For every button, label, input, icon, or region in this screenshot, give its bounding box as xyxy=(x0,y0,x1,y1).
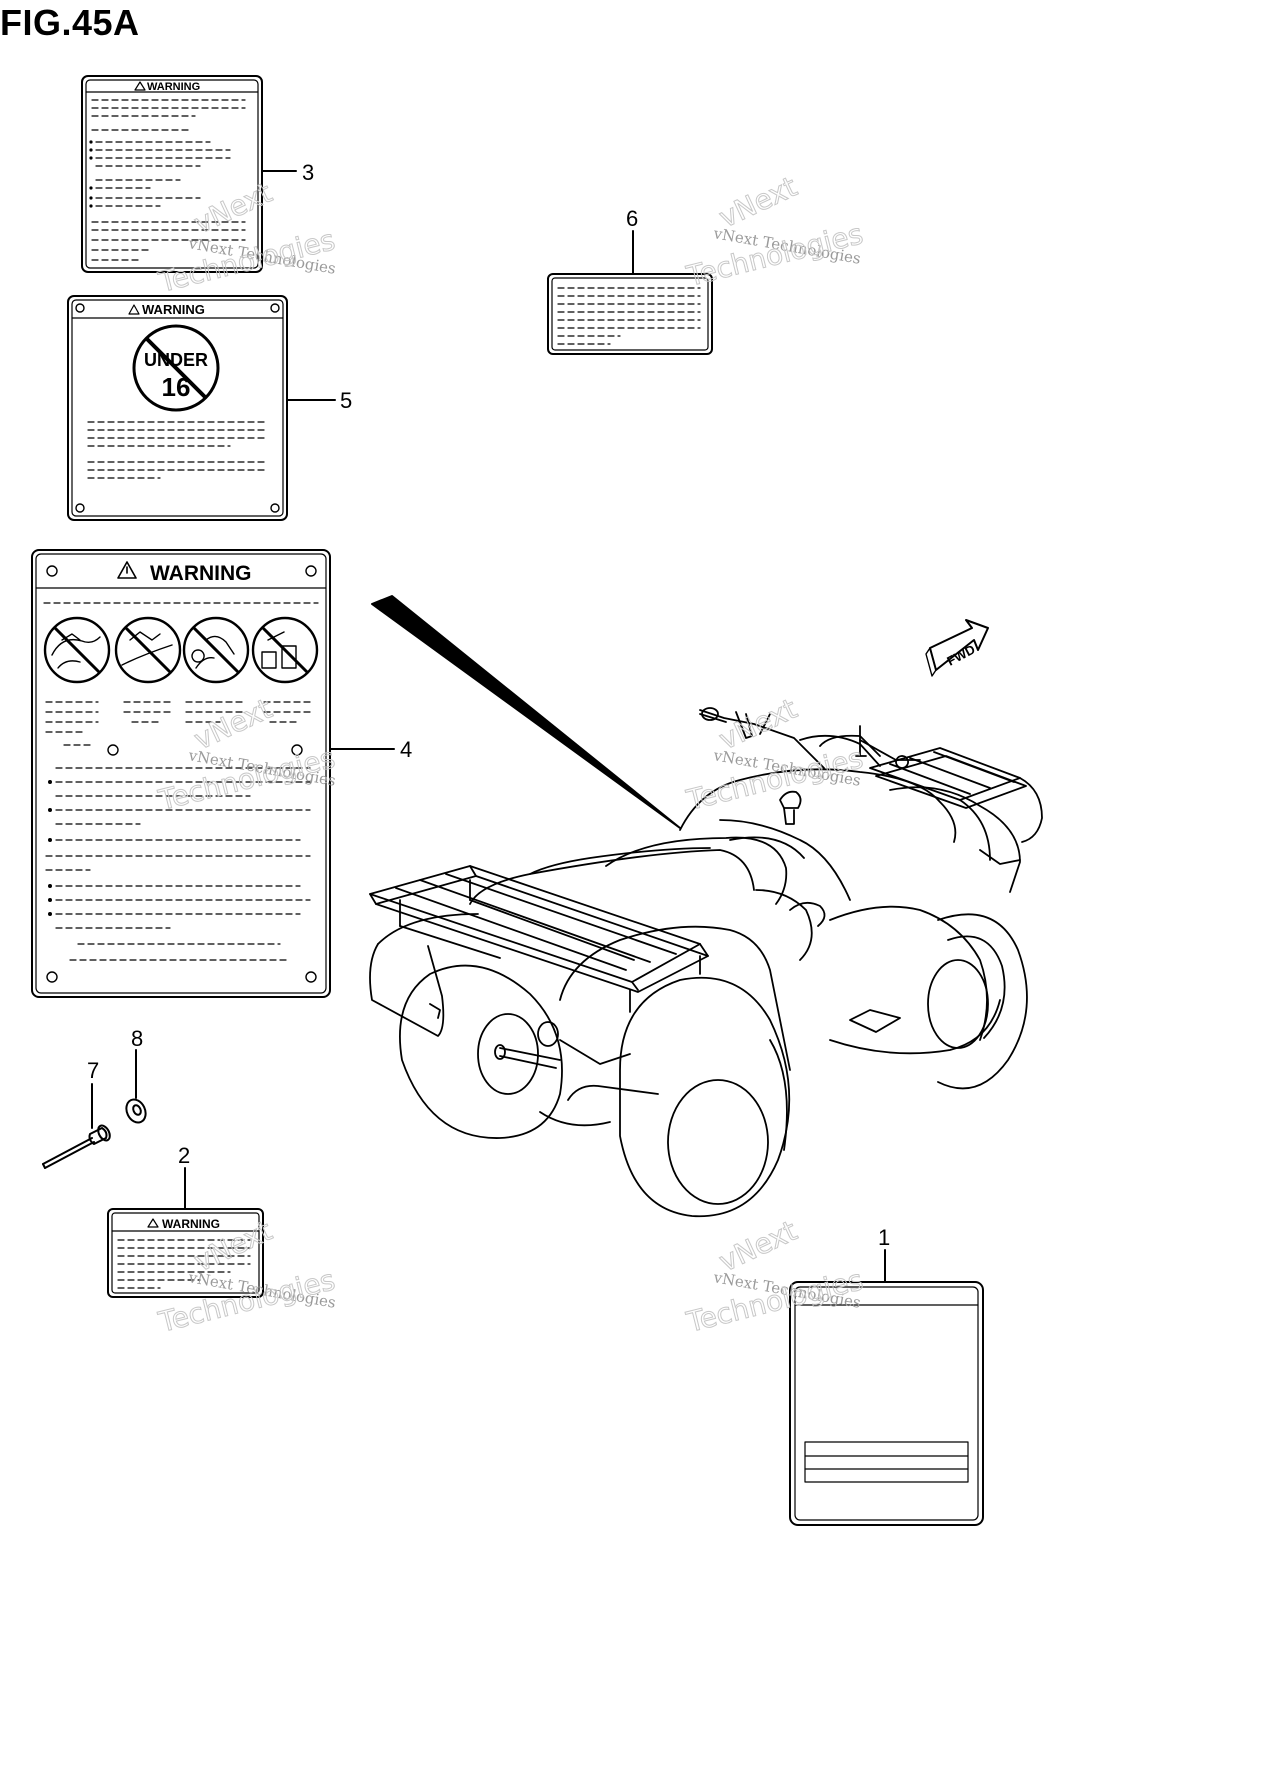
callout-8: 8 xyxy=(131,1026,143,1051)
label-location-pointer xyxy=(371,595,681,829)
watermark-text: Technologies xyxy=(683,741,866,817)
watermark-text: Technologies xyxy=(155,1263,338,1339)
watermark-text: vNext xyxy=(714,692,802,756)
callout-6: 6 xyxy=(626,206,638,231)
rivet-part-7 xyxy=(42,1083,111,1169)
label-5-under-text: UNDER xyxy=(144,350,208,370)
label-5-warning-text: WARNING xyxy=(142,302,205,317)
atv-illustration xyxy=(369,707,1043,1218)
watermark-text: vNext xyxy=(189,176,277,240)
watermark-group-4: vNext Technologies vNext Technologies xyxy=(682,691,866,817)
callout-1: 1 xyxy=(878,1225,890,1250)
label-3-decal xyxy=(81,75,263,273)
callout-5: 5 xyxy=(340,388,352,413)
label-3-warning-text: WARNING xyxy=(147,81,200,93)
watermark-group-6: vNext Technologies vNext Technologies xyxy=(682,1213,866,1339)
watermark-text: Technologies xyxy=(683,1263,866,1339)
label-5-age-text: 16 xyxy=(162,372,191,402)
watermark-group-5: vNext Technologies vNext Technologies xyxy=(154,1213,338,1339)
watermark-group-1: vNext Technologies vNext Technologies xyxy=(154,175,338,299)
callout-4: 4 xyxy=(400,737,412,762)
label-2-decal xyxy=(107,1208,264,1298)
watermark-text: Technologies xyxy=(683,217,866,293)
watermark-text: vNext xyxy=(714,1214,802,1278)
figure-title: FIG.45A xyxy=(0,2,140,43)
label-4-decal xyxy=(31,549,331,998)
watermark-text: Technologies xyxy=(155,223,338,299)
fwd-arrow-icon xyxy=(925,619,989,677)
callout-2: 2 xyxy=(178,1143,190,1168)
label-2-warning-text: WARNING xyxy=(162,1217,220,1231)
fwd-label: FWD xyxy=(944,642,977,669)
label-6-decal xyxy=(547,273,713,355)
watermark-text: vNext xyxy=(714,170,802,234)
watermark-group-2: vNext Technologies vNext Technologies xyxy=(682,169,866,293)
label-5-decal xyxy=(67,295,288,521)
callout-7: 7 xyxy=(87,1058,99,1083)
washer-part-8 xyxy=(125,1049,147,1124)
watermark-group-3: vNext Technologies vNext Technologies xyxy=(154,691,338,817)
callout-3: 3 xyxy=(302,160,314,185)
watermark-text: Technologies xyxy=(155,741,338,817)
label-1-decal xyxy=(789,1281,984,1526)
label-4-warning-text: WARNING xyxy=(150,562,252,585)
